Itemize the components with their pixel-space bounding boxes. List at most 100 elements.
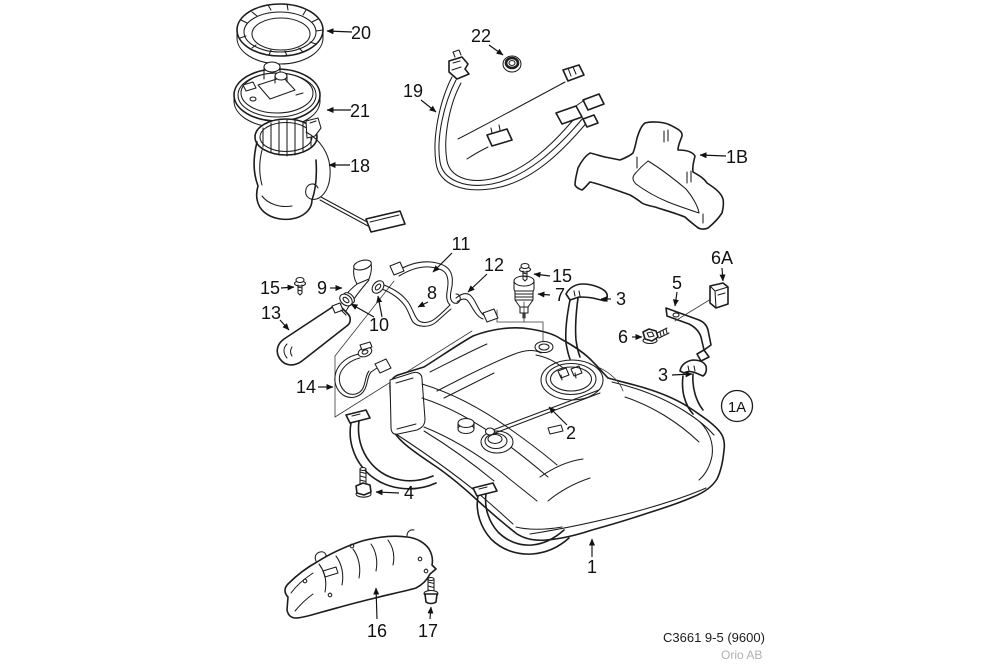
leader-10a (350, 303, 375, 318)
label-19: 19 (403, 81, 423, 101)
callout-17: 17 (418, 606, 438, 641)
callout-5: 5 (672, 273, 682, 307)
callout-3-right: 3 (658, 365, 693, 385)
harness-connector-middle (486, 124, 513, 147)
filler-neck-port (480, 430, 514, 454)
label-20: 20 (351, 23, 371, 43)
leader-5 (672, 291, 679, 307)
catalog-code: C3661 9-5 (9600) (663, 630, 765, 645)
label-8: 8 (427, 283, 437, 303)
brand-text: Orio AB (721, 648, 762, 662)
leader-10b (376, 295, 383, 318)
label-2: 2 (566, 423, 576, 443)
leader-3-right (671, 371, 693, 378)
leader-4 (375, 489, 400, 496)
leader-22 (488, 44, 504, 56)
front-face-slot (547, 424, 564, 435)
evap-canister (276, 302, 352, 366)
front-strap-left (345, 409, 437, 490)
screw-left (293, 276, 307, 296)
callout-21: 21 (326, 101, 370, 121)
leader-1b (699, 152, 727, 159)
vent-pipe (389, 261, 461, 306)
breather-pipe (381, 284, 452, 327)
tank-front-rail (389, 371, 558, 502)
label-14: 14 (296, 377, 316, 397)
rollover-valve (513, 275, 535, 319)
label-13: 13 (261, 303, 281, 323)
label-16: 16 (367, 621, 387, 641)
leader-19 (420, 99, 437, 113)
leader-20 (326, 28, 353, 35)
rollover-valve-seat-cap (534, 340, 554, 354)
label-3-right: 3 (658, 365, 668, 385)
tank-cover (574, 121, 725, 230)
clip-nut (709, 282, 729, 309)
strap-bolt (355, 466, 372, 498)
wiring-harness (434, 49, 605, 191)
callout-4: 4 (375, 483, 414, 503)
callout-1b: 1B (699, 147, 748, 167)
hose-clamp-upper (371, 280, 385, 294)
mounting-bracket (665, 307, 712, 362)
leader-2 (548, 406, 568, 426)
vent-hose (455, 293, 499, 323)
leader-15-left (280, 284, 295, 291)
callout-7: 7 (537, 285, 565, 305)
pump-flange-plate (233, 61, 321, 128)
callout-3-left: 3 (600, 289, 626, 309)
harness-connector-right (562, 64, 585, 82)
callout-1a: 1A (720, 389, 754, 423)
label-17: 17 (418, 621, 438, 641)
label-6: 6 (618, 327, 628, 347)
callout-19: 19 (403, 81, 437, 113)
callout-15-right: 15 (533, 266, 572, 286)
fuel-pump-module (253, 117, 406, 233)
callout-18: 18 (328, 156, 370, 176)
label-21: 21 (350, 101, 370, 121)
callout-14: 14 (296, 377, 334, 397)
leader-16 (373, 587, 380, 620)
leader-7 (537, 291, 551, 298)
harness-connector-cluster (555, 93, 605, 128)
callout-16: 16 (367, 587, 387, 641)
label-1a: 1A (728, 399, 746, 416)
callout-1: 1 (587, 538, 597, 577)
label-18: 18 (350, 156, 370, 176)
label-1b: 1B (726, 147, 748, 167)
fuel-vapor-hose (334, 341, 392, 398)
label-22: 22 (471, 26, 491, 46)
leader-15-right (533, 271, 551, 278)
grommet (502, 55, 522, 73)
label-11: 11 (452, 234, 471, 254)
bracket-bolt (642, 327, 670, 345)
leader-13 (279, 319, 290, 331)
leader-8 (417, 301, 429, 308)
callout-20: 20 (326, 23, 371, 43)
heat-shield (284, 529, 437, 619)
label-5: 5 (672, 273, 682, 293)
label-10: 10 (369, 315, 389, 335)
shield-screw (423, 576, 439, 605)
callout-9: 9 (317, 278, 343, 298)
callout-8: 8 (417, 283, 437, 308)
callout-11: 11 (432, 234, 471, 273)
leader-17 (427, 606, 434, 620)
label-15-left: 15 (260, 278, 280, 298)
callout-22: 22 (471, 26, 504, 56)
leader-6a (719, 267, 726, 282)
label-3-left: 3 (616, 289, 626, 309)
leader-11 (432, 252, 453, 273)
fuel-feed-port (457, 417, 475, 435)
callout-2: 2 (548, 406, 576, 443)
screw-right (518, 262, 532, 282)
callouts: 20 21 18 22 19 1B 11 1 2 (260, 23, 754, 641)
callout-13: 13 (261, 303, 290, 331)
label-7: 7 (555, 285, 565, 305)
pump-locking-ring (236, 3, 324, 65)
fuel-level-float-arm (319, 196, 406, 233)
harness-connector-left (448, 49, 470, 80)
fuel-tank (345, 327, 726, 555)
